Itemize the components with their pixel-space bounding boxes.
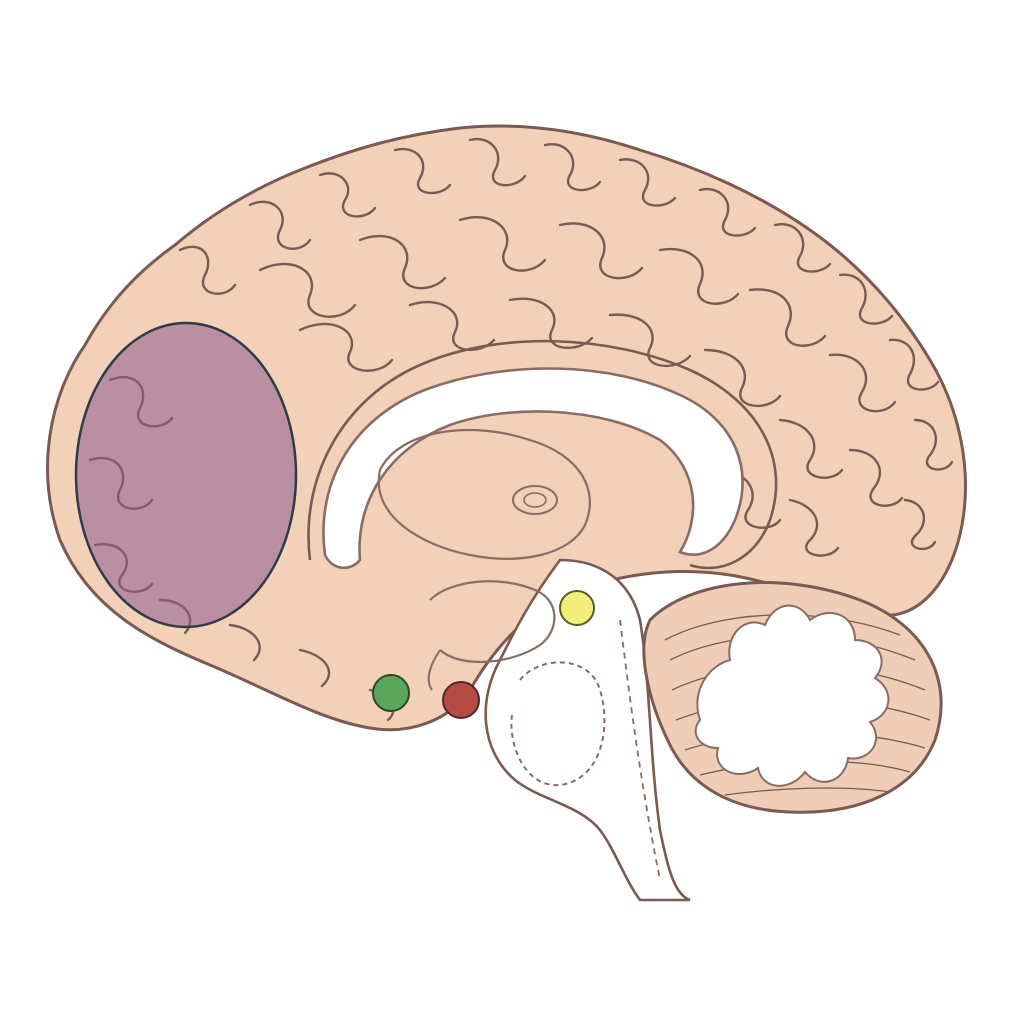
optic-chiasm-line (427, 649, 441, 691)
cingulate-contour (307, 339, 778, 570)
cerebrum (46, 124, 967, 732)
prefrontal-region-highlight (74, 321, 298, 629)
green-marker (372, 674, 410, 712)
hypothalamus (429, 580, 556, 664)
thalamus (377, 428, 591, 560)
interthalamic-adhesion (512, 485, 558, 515)
yellow-marker (559, 590, 595, 626)
interthalamic-core (523, 492, 547, 508)
corpus-callosum (322, 367, 744, 569)
arbor-vitae (694, 604, 890, 787)
cerebellum (642, 581, 943, 814)
medulla-line (619, 619, 661, 881)
red-marker (442, 681, 480, 719)
